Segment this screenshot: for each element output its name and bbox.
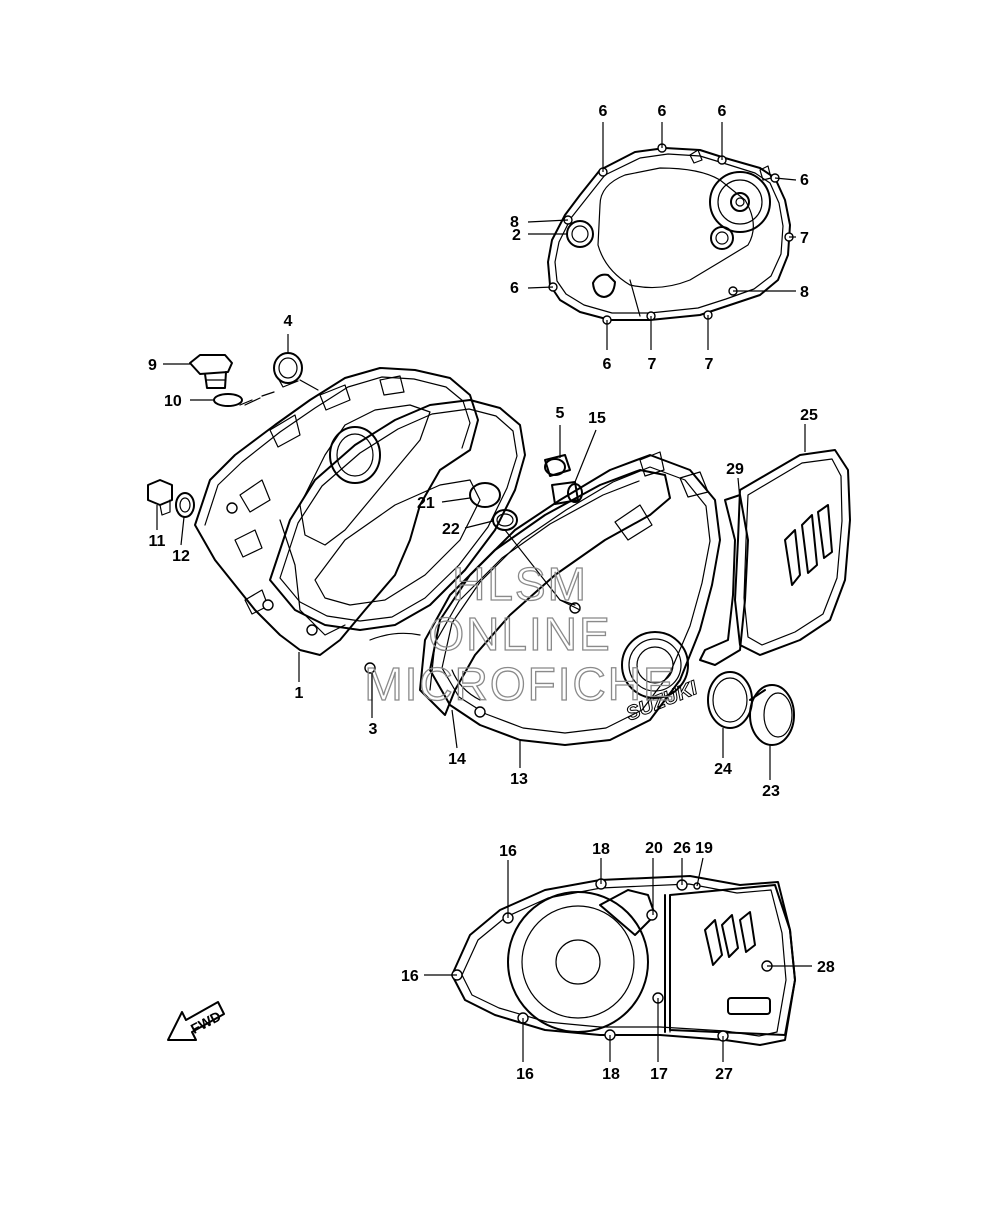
cap-23 (749, 684, 795, 746)
dowel-pin-5 (544, 454, 571, 477)
watermark: HLSM ONLINE MICROFICHE (364, 557, 675, 710)
callout-28: 28 (817, 959, 835, 976)
leader-lines (156, 122, 812, 1062)
callout-4: 4 (284, 313, 293, 330)
cover-gasket-3 (269, 399, 526, 674)
callout-16: 16 (516, 1066, 534, 1083)
callout-26: 26 (673, 840, 691, 857)
callout-6: 6 (718, 103, 727, 120)
drain-plug-11 (147, 479, 173, 516)
crankcase-cover-1 (194, 367, 479, 656)
callout-5: 5 (556, 405, 565, 422)
callout-labels: 6 6 6 6 8 7 2 6 8 6 7 7 4 9 10 5 15 25 2… (148, 103, 835, 1083)
callout-22: 22 (442, 521, 460, 538)
callout-8: 8 (800, 284, 809, 301)
magneto-cover-outline (451, 875, 796, 1046)
callout-29: 29 (726, 461, 744, 478)
watermark-line-3: MICROFICHE (364, 658, 675, 710)
cover-gasket-14 (419, 469, 671, 716)
callout-7: 7 (705, 356, 714, 373)
callout-24: 24 (714, 761, 732, 778)
callout-15: 15 (588, 410, 606, 427)
callout-2: 2 (512, 227, 521, 244)
callout-6: 6 (658, 103, 667, 120)
plug-21 (469, 482, 501, 508)
sprocket-cover-25 (734, 449, 851, 656)
callout-13: 13 (510, 771, 528, 788)
callout-17: 17 (650, 1066, 668, 1083)
callout-16: 16 (499, 843, 517, 860)
o-ring-10 (213, 393, 261, 407)
callout-12: 12 (172, 548, 190, 565)
o-ring-22 (492, 509, 518, 531)
callout-10: 10 (164, 393, 182, 410)
callout-6: 6 (510, 280, 519, 297)
assembly-guide-lines (239, 379, 581, 611)
callout-11: 11 (149, 533, 166, 550)
callout-27: 27 (715, 1066, 733, 1083)
callout-21: 21 (417, 495, 435, 512)
callout-7: 7 (648, 356, 657, 373)
callout-6: 6 (800, 172, 809, 189)
callout-19: 19 (695, 840, 713, 857)
callout-6: 6 (603, 356, 612, 373)
oil-filler-plug-9 (189, 354, 233, 389)
callout-18: 18 (602, 1066, 620, 1083)
callout-16: 16 (401, 968, 419, 985)
callout-9: 9 (148, 357, 157, 374)
oil-seal-4 (273, 352, 303, 388)
callout-25: 25 (800, 407, 818, 424)
callout-23: 23 (762, 783, 780, 800)
callout-18: 18 (592, 841, 610, 858)
o-ring-24 (707, 671, 753, 729)
gasket-12 (175, 492, 195, 518)
callout-6: 6 (599, 103, 608, 120)
fwd-label: FWD (188, 1008, 224, 1037)
dowel-pin-15 (551, 481, 583, 505)
callout-8: 8 (510, 214, 519, 231)
watermark-line-2: ONLINE (428, 608, 611, 660)
callout-1: 1 (295, 685, 304, 702)
watermark-line-1: HLSM (452, 558, 588, 610)
forward-direction-arrow: FWD (167, 1001, 225, 1041)
callout-20: 20 (645, 840, 663, 857)
callout-7: 7 (800, 230, 809, 247)
callout-14: 14 (448, 751, 466, 768)
callout-3: 3 (369, 721, 378, 738)
sprocket-gasket-29 (699, 494, 749, 666)
clutch-cover-outline (547, 143, 794, 325)
